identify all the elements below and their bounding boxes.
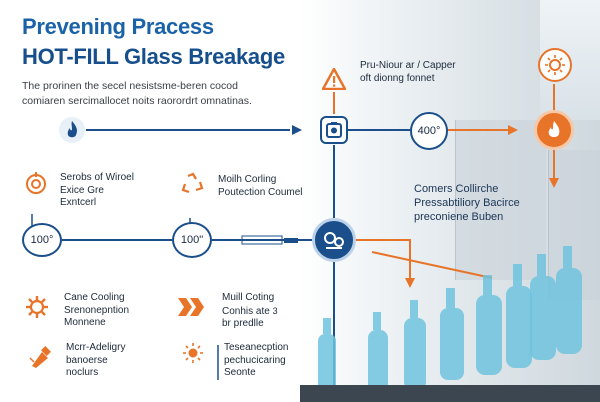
left-item-2: Cane Cooling Srenonepntion Monnene — [64, 292, 129, 330]
capper-node — [320, 116, 348, 144]
target-icon — [26, 172, 46, 194]
temperature-node: 100" — [172, 222, 212, 258]
item-line: Monnene — [64, 317, 106, 328]
bottle — [556, 246, 582, 354]
item-mark: 3 — [272, 305, 278, 316]
callout-line: preconiene Buben — [414, 211, 504, 223]
mid-item-1: Moilh Corling Poutection Coumel — [218, 174, 303, 199]
page-title-line2: HOT-FILL Glass Breakage — [22, 44, 285, 69]
bottle — [368, 312, 388, 402]
recycle-icon — [181, 172, 204, 194]
item-line: Teseanecption — [224, 342, 289, 353]
device-icon — [326, 122, 342, 138]
item-line: Muill Coting — [222, 292, 275, 303]
flow-line-orange — [356, 239, 411, 280]
right-callout: Comers Collirche Pressabtiliory Bacirce … — [414, 182, 520, 224]
bottle — [530, 254, 556, 360]
arrow-head — [508, 125, 518, 135]
callout-line: Comers Collirche — [414, 183, 499, 195]
subtitle-line: comiaren sercimallocet noits raorordrt o… — [22, 95, 252, 107]
gear-icon — [26, 296, 48, 318]
top-callout: Pru-Niour ar / Capper oft dionng fonnet — [360, 60, 456, 85]
arrow-head — [405, 278, 415, 288]
callout-line: oft dionng fonnet — [360, 72, 435, 84]
item-line: pechucicaring — [224, 354, 286, 366]
item-line: banoerse — [66, 354, 108, 366]
flow-line-orange — [371, 251, 493, 279]
bottle — [404, 300, 426, 390]
bottle — [506, 264, 532, 368]
arrow-head — [549, 178, 559, 188]
left-item-1: Serobs of Wiroel Exice Gre Exntcerl — [60, 172, 134, 210]
gears-icon — [324, 232, 344, 249]
heat-node — [534, 110, 574, 150]
item-line: Cane Cooling — [64, 292, 125, 303]
item-line: Mcrr-Adeligry — [66, 342, 126, 353]
mid-item-2: Muill Coting Conhis ate 3 br predlle — [222, 292, 278, 331]
machine-panel — [455, 120, 546, 280]
item-text: Conhis ate — [222, 305, 270, 317]
left-item-3: Mcrr-Adeligry banoerse noclurs — [66, 342, 125, 380]
fire-icon — [548, 121, 560, 137]
item-line: Exice Gre — [60, 184, 104, 196]
thermometer-node — [58, 116, 86, 144]
bottle — [440, 288, 464, 380]
temperature-node: 100° — [22, 223, 62, 257]
item-line: noclurs — [66, 367, 99, 378]
mid-item-3: Teseanecption pechucicaring Seonte — [224, 342, 289, 380]
bottle — [476, 275, 502, 375]
item-line: Moilh Corling — [218, 174, 277, 185]
item-line: Exntcerl — [60, 197, 97, 208]
gauge-bar — [241, 235, 283, 245]
warning-icon — [322, 68, 346, 90]
stripes-icon — [178, 298, 204, 316]
sun-icon — [183, 343, 203, 363]
callout-line: Pru-Niour ar / Capper — [360, 60, 456, 71]
flame-icon — [59, 117, 85, 143]
conveyor-belt — [300, 385, 600, 402]
spray-icon — [29, 346, 51, 368]
sun-icon — [545, 55, 565, 75]
item-line: Serobs of Wiroel — [60, 172, 134, 183]
item-line: Srenonepntion — [64, 304, 130, 316]
subtitle-line: The prorinen the secel nesistsme-beren c… — [22, 80, 238, 92]
page-title: Prevening Pracess — [22, 14, 214, 39]
callout-line: Pressabtiliory Bacirce — [414, 197, 520, 209]
item-line: Seonte — [224, 367, 256, 378]
arrow-head — [292, 125, 302, 135]
central-node — [312, 218, 356, 262]
temperature-node: 400° — [410, 112, 448, 150]
gauge-fill — [284, 238, 298, 243]
bottles — [318, 246, 582, 402]
item-line: Poutection Coumel — [218, 186, 303, 198]
sun-node — [538, 48, 572, 82]
subtitle: The prorinen the secel nesistsme-beren c… — [22, 79, 292, 109]
item-line: br predlle — [222, 318, 264, 329]
item-line: Conhis ate 3 — [222, 305, 278, 319]
